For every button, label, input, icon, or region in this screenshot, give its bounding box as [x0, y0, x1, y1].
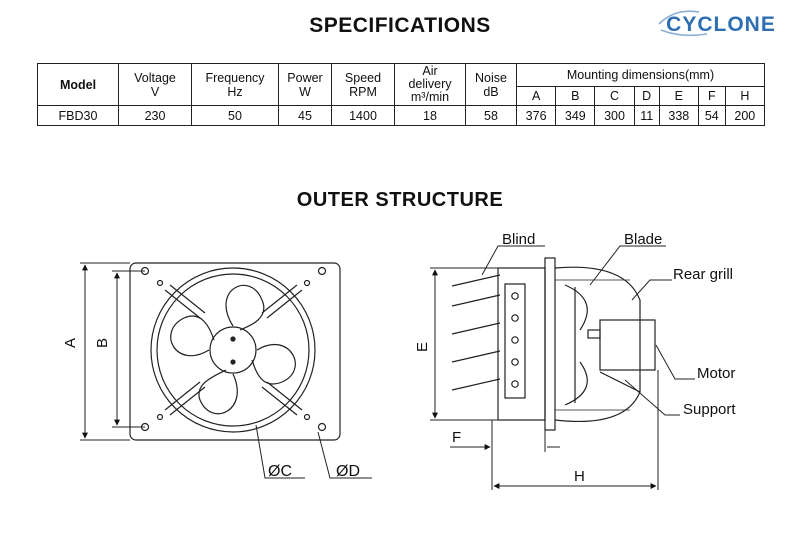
mounting-hole	[317, 422, 327, 432]
side-view	[451, 257, 656, 431]
mounting-flange	[544, 257, 556, 431]
outer-structure-drawing: A B ØC ØD	[62, 231, 736, 490]
mounting-hole	[317, 266, 327, 276]
mounting-f-cell: 54	[697, 105, 726, 126]
mounting-col-f: F	[697, 86, 726, 106]
mounting-col-c: C	[594, 86, 635, 106]
fan-blade	[251, 343, 296, 385]
blind-label: Blind	[502, 231, 535, 248]
mounting-col-d: D	[633, 86, 660, 106]
mounting-a-cell: 376	[515, 105, 557, 126]
dimension-d-label: ØD	[336, 463, 360, 480]
mounting-col-a: A	[515, 86, 557, 106]
noise-cell: 58	[465, 105, 517, 126]
mounting-b-cell: 349	[555, 105, 596, 126]
specifications-title: SPECIFICATIONS	[309, 14, 491, 37]
mounting-e-cell: 338	[658, 105, 699, 126]
dimension-b-label: B	[94, 338, 111, 348]
rear-grill-label: Rear grill	[673, 266, 733, 283]
fan-hub	[209, 326, 257, 374]
dimension-c-label: ØC	[268, 463, 292, 480]
blind-louvre	[451, 294, 501, 307]
rear-grill-cage	[554, 266, 641, 423]
brand-name: CYCLONE	[666, 13, 776, 36]
dimension-f-label: F	[452, 429, 461, 446]
support-label: Support	[683, 401, 736, 418]
dimension-h-label: H	[574, 468, 585, 485]
mounting-d-cell: 11	[633, 105, 660, 126]
mounting-col-h: H	[724, 86, 766, 106]
voltage-cell: 230	[118, 105, 192, 126]
table-row: FBD30 230 50 45 1400 18 58 376 349 300 1…	[37, 105, 766, 126]
mounting-c-cell: 300	[594, 105, 635, 126]
frequency-cell: 50	[191, 105, 279, 126]
blind-louvre	[451, 350, 501, 363]
brand-logo: CYCLONE	[658, 10, 776, 37]
fan-blade	[198, 369, 238, 415]
outer-structure-title: OUTER STRUCTURE	[296, 189, 504, 211]
motor-body	[599, 319, 656, 371]
front-frame	[129, 262, 341, 441]
mounting-h-cell: 200	[724, 105, 766, 126]
side-blade	[564, 284, 588, 406]
mounting-col-e: E	[658, 86, 699, 106]
fan-guard-inner	[156, 273, 310, 427]
dimension-a-label: A	[62, 338, 79, 348]
fan-guard-outer	[150, 267, 316, 433]
terminal-strip	[504, 283, 526, 399]
front-view	[129, 262, 341, 441]
speed-cell: 1400	[331, 105, 395, 126]
fan-blade	[170, 315, 215, 357]
fan-blade	[225, 284, 265, 331]
blind-louvre	[451, 378, 501, 391]
model-cell: FBD30	[37, 105, 119, 126]
dimension-e-label: E	[414, 342, 431, 352]
air-delivery-cell: 18	[394, 105, 466, 126]
motor-label: Motor	[697, 365, 735, 382]
mounting-col-b: B	[555, 86, 596, 106]
power-cell: 45	[278, 105, 332, 126]
mounting-dimensions-header: Mounting dimensions(mm)	[516, 63, 765, 87]
blade-label: Blade	[624, 231, 662, 248]
blind-louvre	[451, 274, 501, 287]
blind-louvre	[451, 322, 501, 335]
model-header: Model	[37, 63, 119, 106]
